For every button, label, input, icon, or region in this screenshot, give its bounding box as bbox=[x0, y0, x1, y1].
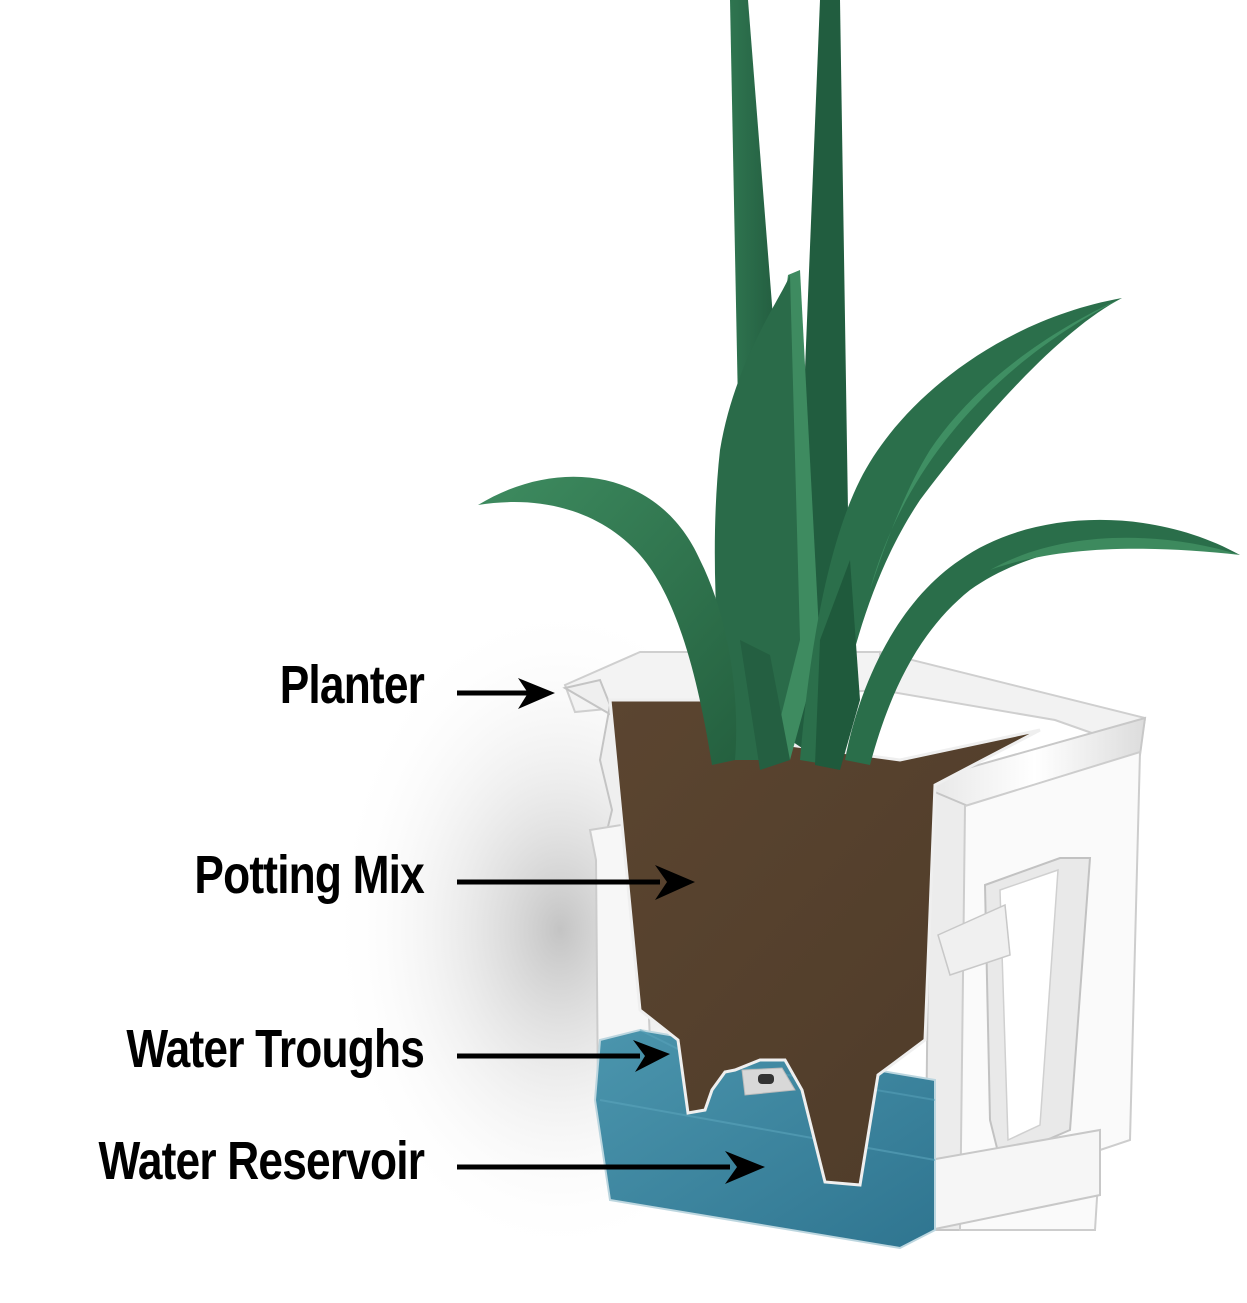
arrow-water-reservoir bbox=[457, 1151, 765, 1184]
label-potting-mix: Potting Mix bbox=[194, 845, 424, 905]
plant-leaves bbox=[478, 0, 1240, 770]
potting-mix-graphic bbox=[608, 698, 1041, 1187]
label-water-reservoir: Water Reservoir bbox=[98, 1131, 425, 1191]
label-water-troughs: Water Troughs bbox=[126, 1019, 425, 1079]
arrow-water-troughs bbox=[457, 1040, 670, 1072]
label-planter: Planter bbox=[279, 655, 425, 715]
arrows bbox=[457, 678, 765, 1184]
arrow-planter bbox=[457, 678, 555, 709]
arrow-potting-mix bbox=[457, 865, 695, 900]
